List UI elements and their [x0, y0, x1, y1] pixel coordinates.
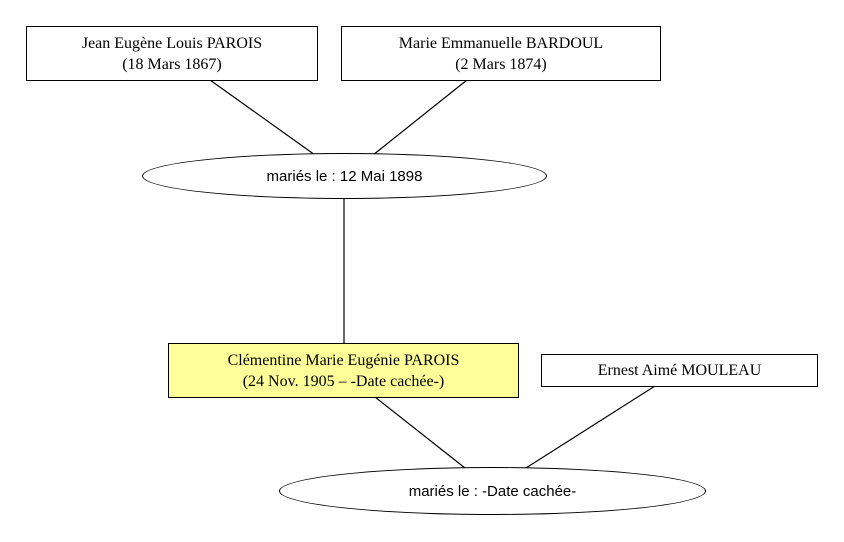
- union-label: mariés le : 12 Mai 1898: [266, 167, 423, 185]
- person-dates: (24 Nov. 1905 – -Date cachée-): [242, 372, 445, 390]
- person-dates: (2 Mars 1874): [455, 55, 547, 73]
- union-ellipse-parents[interactable]: mariés le : 12 Mai 1898: [142, 153, 547, 199]
- person-box-father[interactable]: Jean Eugène Louis PAROIS (18 Mars 1867): [26, 26, 318, 81]
- edge-subject-to-union: [374, 396, 466, 469]
- person-name: Jean Eugène Louis PAROIS: [81, 34, 263, 52]
- edge-spouse-to-union: [525, 385, 656, 469]
- person-name: Marie Emmanuelle BARDOUL: [398, 34, 604, 52]
- person-name: Ernest Aimé MOULEAU: [597, 362, 762, 379]
- union-ellipse-subject[interactable]: mariés le : -Date cachée-: [279, 467, 706, 515]
- person-box-subject[interactable]: Clémentine Marie Eugénie PAROIS (24 Nov.…: [168, 343, 519, 398]
- union-label: mariés le : -Date cachée-: [408, 482, 577, 500]
- person-box-mother[interactable]: Marie Emmanuelle BARDOUL (2 Mars 1874): [341, 26, 661, 81]
- edge-father-to-union: [209, 79, 316, 156]
- person-dates: (18 Mars 1867): [122, 55, 222, 73]
- edge-mother-to-union: [372, 79, 468, 156]
- person-box-spouse[interactable]: Ernest Aimé MOULEAU: [541, 354, 818, 387]
- person-name: Clémentine Marie Eugénie PAROIS: [227, 351, 460, 369]
